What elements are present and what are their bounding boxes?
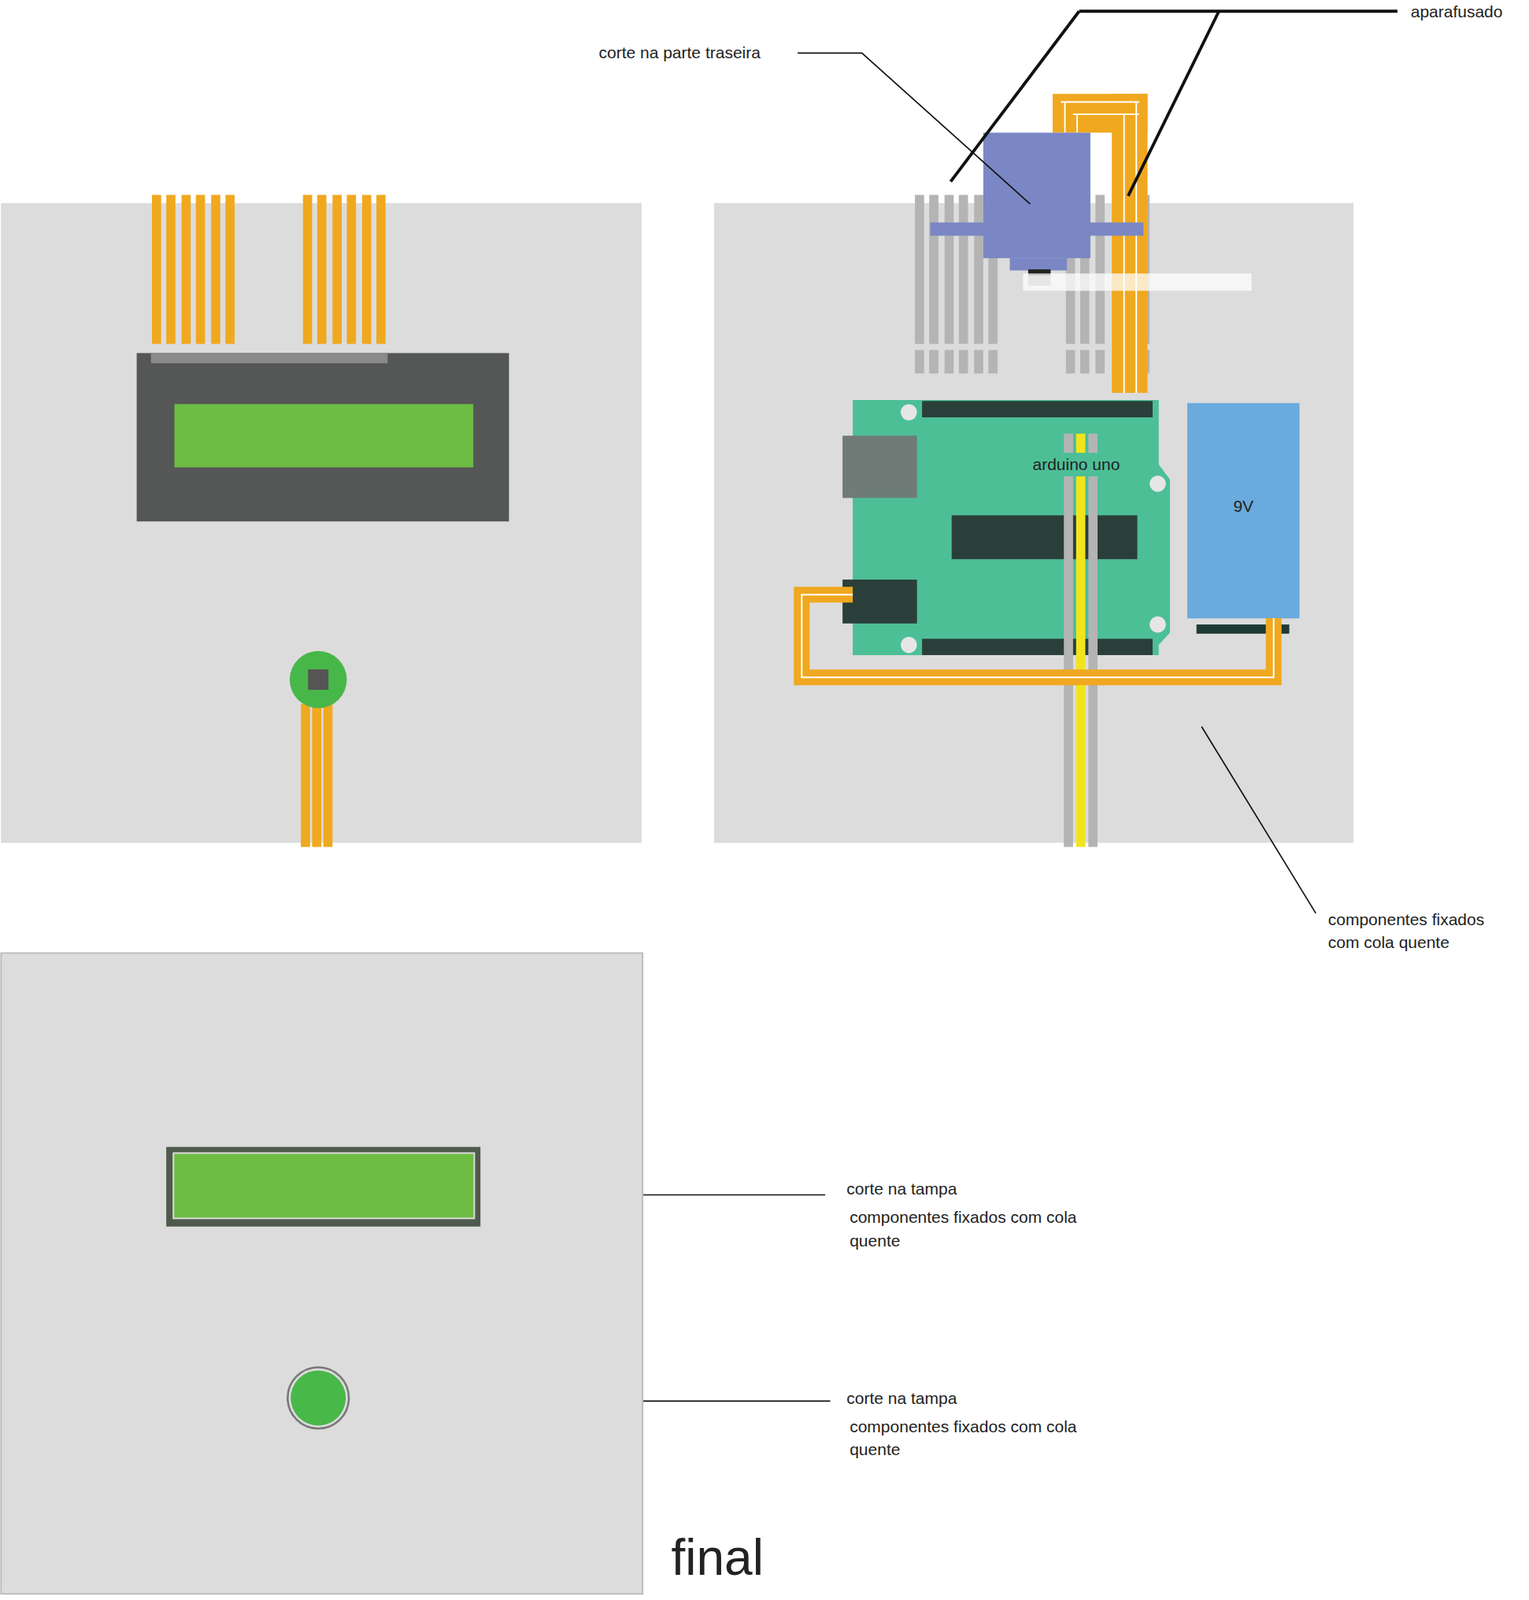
header [921, 638, 1153, 656]
power-wire [801, 594, 1274, 678]
leader-line [1128, 11, 1219, 197]
wire-gap [1073, 113, 1140, 115]
servo-base [1010, 258, 1068, 271]
wire [1066, 350, 1076, 374]
wire [332, 195, 342, 345]
wire [346, 195, 356, 345]
callout-label: corte na tampa [846, 1386, 957, 1410]
wire [151, 195, 162, 345]
leader-line [1201, 726, 1316, 914]
leader-line [797, 52, 1030, 204]
wire [929, 195, 939, 345]
lcd-header [151, 352, 389, 363]
wire [1111, 93, 1148, 393]
arduino-board [842, 399, 1170, 656]
wire [944, 195, 955, 345]
wire-gap [1135, 102, 1137, 393]
servo-arm [1022, 273, 1252, 291]
view-title: final [670, 1529, 763, 1585]
leader-line [950, 11, 1079, 182]
wire [311, 703, 322, 847]
header [921, 400, 1153, 418]
wire [1080, 350, 1090, 374]
wire [958, 350, 969, 374]
lcd-module [136, 352, 510, 522]
callout-label: aparafusado [1410, 0, 1504, 23]
hole [900, 636, 918, 654]
wire [958, 195, 969, 345]
sensor-wires [1063, 433, 1098, 848]
panel [714, 203, 1354, 844]
power-jack [842, 579, 918, 624]
wire [317, 195, 327, 345]
wire [181, 195, 192, 345]
usb-port [842, 435, 918, 498]
wire [323, 703, 334, 847]
push-button [289, 651, 348, 709]
hole [1149, 475, 1167, 493]
wire [973, 350, 984, 374]
part-label: 9V [1232, 494, 1254, 518]
button-cap [307, 669, 329, 690]
wire [300, 703, 311, 847]
wire [166, 195, 176, 345]
hole [1149, 616, 1167, 634]
wire [914, 195, 925, 345]
arduino-board: arduino uno [852, 399, 1159, 656]
wire [944, 350, 955, 374]
wire-gap [1076, 114, 1078, 133]
wire [211, 195, 221, 345]
wire [1076, 433, 1086, 848]
servo-motor [930, 132, 1144, 286]
callout-label: corte na parte traseira [598, 40, 760, 64]
lcd-cutout [166, 1147, 481, 1227]
wire [362, 195, 372, 345]
wire-gap [801, 594, 1274, 678]
hole [900, 403, 918, 421]
push-button [290, 1369, 346, 1426]
battery [1187, 403, 1300, 619]
callout-label: corte na tampa [846, 1177, 957, 1200]
wire [303, 195, 313, 345]
servo-body [983, 132, 1091, 258]
callout-label: componentes fixados com cola quente [849, 1205, 1095, 1252]
wire [973, 195, 984, 345]
wire [801, 594, 1274, 678]
wire [1095, 195, 1105, 345]
callout-label: componentes fixados com cola quente [849, 1414, 1095, 1462]
leader-line [1079, 9, 1398, 13]
button-cutout [287, 1367, 349, 1430]
ribbon-cable [151, 195, 386, 345]
wire [1088, 433, 1098, 848]
wire [196, 195, 206, 345]
lcd-screen [174, 403, 474, 467]
part-label: arduino uno [1029, 452, 1122, 476]
wire [376, 195, 386, 345]
button-wires [300, 703, 333, 847]
wire-gap [1064, 102, 1067, 134]
wire [1063, 433, 1074, 848]
wire-gap [1123, 114, 1126, 393]
chip [951, 514, 1138, 560]
wire [1095, 350, 1105, 374]
panel [0, 952, 643, 1594]
callout-label: componentes fixados com cola quente [1328, 907, 1518, 955]
wire-gap [1060, 101, 1140, 104]
wire [988, 350, 998, 374]
battery: 9V [1187, 403, 1300, 619]
wire [914, 350, 925, 374]
wire [929, 350, 939, 374]
wire [225, 195, 235, 345]
lcd-screen [173, 1152, 474, 1219]
